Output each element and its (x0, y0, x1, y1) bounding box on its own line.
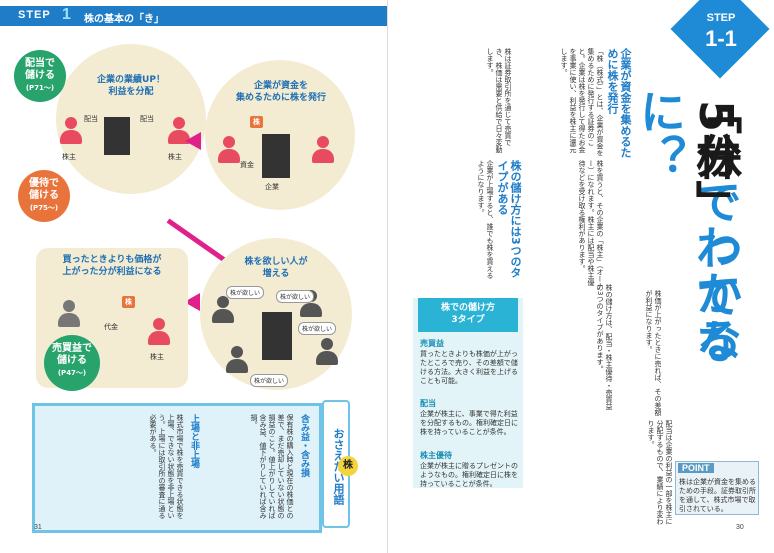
title-part-2: でわかる (689, 178, 743, 363)
point-text: 株は企業が資金を集めるための手段。証券取引所を通して、株式市場で取引されている。 (679, 478, 756, 513)
step-label: STEP (18, 9, 51, 21)
capital-label: 資金 (240, 161, 254, 169)
title-part-3: 「株」 (689, 88, 743, 226)
type-1-heading: 売買益 (420, 339, 444, 348)
step-badge-number: 1-1 (705, 26, 737, 51)
company-building-icon (104, 117, 130, 155)
shareholder-icon-2 (168, 117, 190, 144)
main-title-2: 「株」ってなに？ (632, 88, 744, 388)
company-label: 企業 (265, 183, 279, 191)
want-stock-bubble-4: 株が欲しい (250, 374, 289, 387)
type-1-text: 買ったときよりも株価が上がったところで売り、その差額で儲ける方法。大きく利益を上… (420, 350, 518, 385)
circle-issue-title: 企業が資金を 集めるために株を発行 (235, 81, 326, 103)
step-badge-word: STEP (706, 12, 736, 24)
shareholder-label-2: 株主 (168, 153, 182, 161)
body-text-6: 株価が上がったときに売れば、その差額が利益になります。 (645, 290, 662, 416)
dividend-label: 配当 (84, 115, 98, 123)
glossary-text-2: 株式市場で株を売買できる状態を上場、できない状態を非上場という。上場には取引所の… (149, 414, 184, 519)
badge-dividend: 配当で 儲ける (P71〜) (14, 50, 66, 102)
glossary-stock-icon: 株 (338, 456, 358, 476)
type-2-text: 企業が株主に、事業で得た利益を分配するもの。権利確定日に株を持っていることが条件… (420, 410, 518, 436)
dividend-label-2: 配当 (140, 115, 154, 123)
three-types-title: 株での儲け方 3タイプ (418, 298, 518, 332)
buyer-icon-2 (212, 296, 234, 323)
circle-demand-title: 株を欲しい人が 増える (244, 257, 308, 279)
glossary-term-1: 含み益・含み損 (299, 414, 309, 477)
shareholder-label: 株主 (62, 153, 76, 161)
point-box (675, 461, 759, 515)
body-text-2: 「株（株式）」とは、企業が資金を集めるために発行する証券のこと。企業は株を発行し… (560, 48, 604, 157)
shareholder-icon-4 (312, 136, 334, 163)
subhead-issue: 企業が資金を集めるために株を発行 (606, 48, 632, 158)
company-building-icon-2 (262, 134, 290, 178)
badge-yutai: 優待で 儲ける (P75〜) (18, 170, 70, 222)
price-label: 代金 (104, 323, 118, 331)
circle-dividend-title: 企業の業績UP！ 利益を分配 (97, 75, 165, 97)
want-stock-bubble: 株が欲しい (226, 286, 265, 299)
point-heading: POINT (678, 463, 714, 473)
step-header: STEP 1 株の基本の「き」 (0, 6, 387, 26)
glossary-box (32, 403, 322, 533)
want-stock-bubble-2: 株が欲しい (276, 290, 315, 303)
stock-tag: 株 (250, 116, 263, 128)
body-text-7: 配当は企業の利益の一部を株主に分配するもので、業績により変わります。 (647, 420, 673, 525)
title-part-1: 5分 (689, 100, 743, 179)
title-part-4: ってなに？ (633, 88, 743, 364)
page-number-right: 30 (736, 524, 744, 531)
body-text-4: 企業が上場すると、誰でも株を買えるようになります。 (477, 160, 494, 279)
badge-yutai-sub: (P75〜) (29, 204, 59, 212)
badge-dividend-sub: (P71〜) (25, 84, 55, 92)
shareholder-icon-5 (148, 318, 170, 345)
circle-capital-gain-title: 買ったときよりも価格が 上がった分が利益になる (62, 255, 162, 277)
buyer-icon-5 (316, 338, 338, 365)
glossary-text-1: 保有株の購入時と現在の株価との差で、まだ売却していない状態の損益のこと。値上がり… (250, 414, 294, 519)
arrow-left-icon-2 (184, 293, 200, 311)
page-number-left: 31 (34, 524, 42, 531)
main-title: 5分でわかる (688, 100, 744, 400)
shareholder-icon (60, 117, 82, 144)
step-title: 株の基本の「き」 (84, 14, 164, 25)
buyer-icon (58, 300, 80, 327)
badge-capital-gain-sub: (P47〜) (57, 369, 87, 377)
type-3-text: 企業が株主に贈るプレゼントのようなもの。権利確定日に株を持っていることが条件。 (420, 462, 518, 488)
subhead-three-types: 株の儲け方には3つのタイプがある (496, 160, 522, 278)
step-number: 1 (62, 6, 71, 23)
left-page: STEP 1 株の基本の「き」 企業の業績UP！ 利益を分配 株主 配当 配当 … (0, 6, 387, 533)
type-3-heading: 株主優待 (420, 451, 452, 460)
body-text-1: 株を買うと、その企業の「株主」（オーナー）になれます。株主には配当や株主優待など… (578, 160, 604, 290)
right-page: STEP 1-1 5分でわかる 「株」ってなに？ 企業が資金を集めるために株を発… (387, 0, 774, 553)
body-text-3: 株は証券取引所を通じて売買でき、株価は需要と供給で日々変動します。 (486, 48, 512, 153)
stock-tag-2: 株 (122, 296, 135, 308)
body-text-5: 株の儲け方は、配当・株主優待・売買益の3つのタイプがあります。 (596, 284, 613, 410)
shareholder-icon-3 (218, 136, 240, 163)
arrow-left-icon (185, 132, 201, 150)
badge-capital-gain: 売買益で 儲ける (P47〜) (44, 335, 100, 391)
badge-dividend-main: 配当で 儲ける (25, 58, 55, 81)
type-2-heading: 配当 (420, 399, 436, 408)
shareholder-label-3: 株主 (150, 353, 164, 361)
badge-yutai-main: 優待で 儲ける (29, 178, 59, 201)
company-building-icon-3 (262, 312, 292, 360)
buyer-icon-4 (226, 346, 248, 373)
badge-capital-gain-main: 売買益で 儲ける (52, 343, 92, 366)
want-stock-bubble-3: 株が欲しい (298, 322, 337, 335)
glossary-term-2: 上場と非上場 (189, 414, 199, 468)
